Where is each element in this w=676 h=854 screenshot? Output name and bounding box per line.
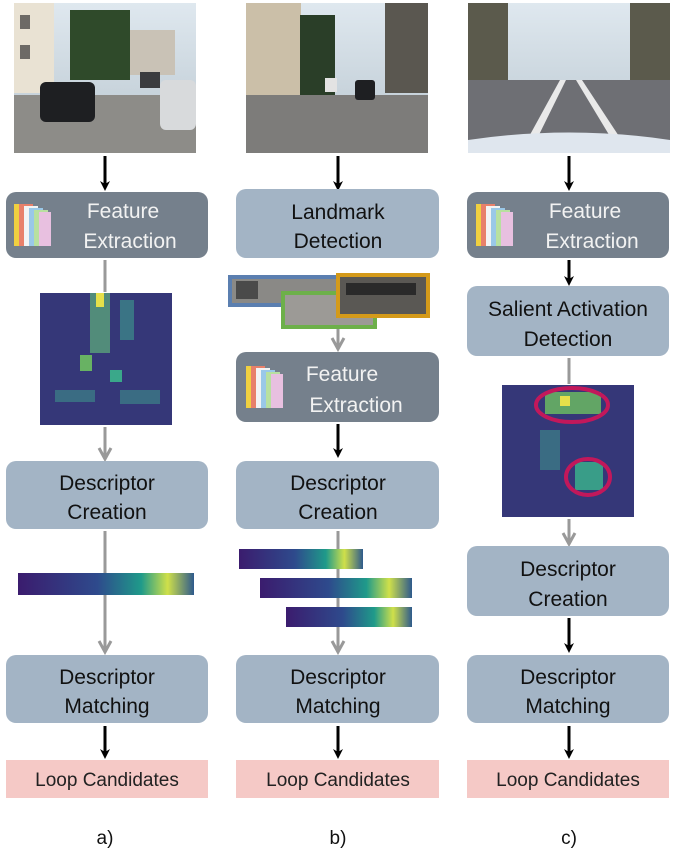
- road-photo-c: [468, 3, 670, 153]
- descriptor-creation-box-b: Descriptor Creation: [236, 461, 439, 529]
- street-photo-b: [246, 3, 428, 153]
- arrow-b4-head: [330, 640, 346, 656]
- column-label-a: a): [97, 828, 114, 849]
- desc-match-line2-a: Matching: [64, 695, 149, 718]
- feature-extraction-box-c: Feature Extraction: [467, 192, 669, 258]
- heatmap-c: [502, 385, 634, 517]
- loop-label-c: Loop Candidates: [496, 770, 640, 791]
- cnn-layers-icon: [246, 366, 283, 408]
- desc-match-line2-c: Matching: [525, 695, 610, 718]
- feature-line2-c: Extraction: [545, 230, 638, 253]
- feature-extraction-box-a: Feature Extraction: [6, 192, 208, 258]
- loop-label-a: Loop Candidates: [35, 770, 179, 791]
- descriptor-creation-box-a: Descriptor Creation: [6, 461, 208, 529]
- desc-create-line1-b: Descriptor: [290, 472, 386, 495]
- descriptor-matching-box-b: Descriptor Matching: [236, 655, 439, 723]
- loop-label-b: Loop Candidates: [266, 770, 410, 791]
- arrow-b2-head: [330, 337, 346, 353]
- descriptor-matching-box-a: Descriptor Matching: [6, 655, 208, 723]
- salient-ring-bottom: [564, 457, 612, 497]
- landmark-line2-b: Detection: [294, 230, 383, 253]
- desc-create-line1-c: Descriptor: [520, 558, 616, 581]
- feature-line2-a: Extraction: [83, 230, 176, 253]
- arrow-a4-head: [97, 640, 113, 656]
- salient-ring-top: [534, 386, 610, 424]
- descriptor-bar-a: [18, 573, 194, 595]
- salient-line2-c: Detection: [524, 328, 613, 351]
- feature-line1-a: Feature: [87, 200, 159, 223]
- arrow-a3-head: [97, 447, 113, 463]
- loop-candidates-box-b: Loop Candidates: [236, 760, 439, 798]
- feature-extraction-box-b: Feature Extraction: [236, 352, 439, 422]
- desc-match-line1-c: Descriptor: [520, 666, 616, 689]
- heatmap-a: [40, 293, 172, 425]
- landmark-line1-b: Landmark: [291, 201, 385, 224]
- desc-create-line2-c: Creation: [528, 588, 607, 611]
- loop-candidates-box-c: Loop Candidates: [467, 760, 669, 798]
- desc-create-line1-a: Descriptor: [59, 472, 155, 495]
- descriptor-matching-box-c: Descriptor Matching: [467, 655, 669, 723]
- arrow-c4-head: [561, 532, 577, 548]
- loop-candidates-box-a: Loop Candidates: [6, 760, 208, 798]
- feature-line1-c: Feature: [549, 200, 621, 223]
- column-label-c: c): [561, 828, 577, 849]
- descriptor-bars-b: [239, 549, 412, 627]
- column-label-b: b): [330, 828, 347, 849]
- descriptor-creation-box-c: Descriptor Creation: [467, 546, 669, 616]
- desc-match-line2-b: Matching: [295, 695, 380, 718]
- street-photo-a: [14, 3, 196, 153]
- desc-create-line2-b: Creation: [298, 501, 377, 524]
- landmark-detection-box-b: Landmark Detection: [236, 189, 439, 258]
- salient-line1-c: Salient Activation: [488, 298, 648, 321]
- desc-match-line1-b: Descriptor: [290, 666, 386, 689]
- desc-create-line2-a: Creation: [67, 501, 146, 524]
- feature-line1-b: Feature: [306, 363, 378, 386]
- landmark-crops-b: [228, 273, 430, 329]
- cnn-layers-icon: [476, 204, 513, 246]
- feature-line2-b: Extraction: [309, 394, 402, 417]
- desc-match-line1-a: Descriptor: [59, 666, 155, 689]
- salient-detection-box-c: Salient Activation Detection: [467, 286, 669, 356]
- cnn-layers-icon: [14, 204, 51, 246]
